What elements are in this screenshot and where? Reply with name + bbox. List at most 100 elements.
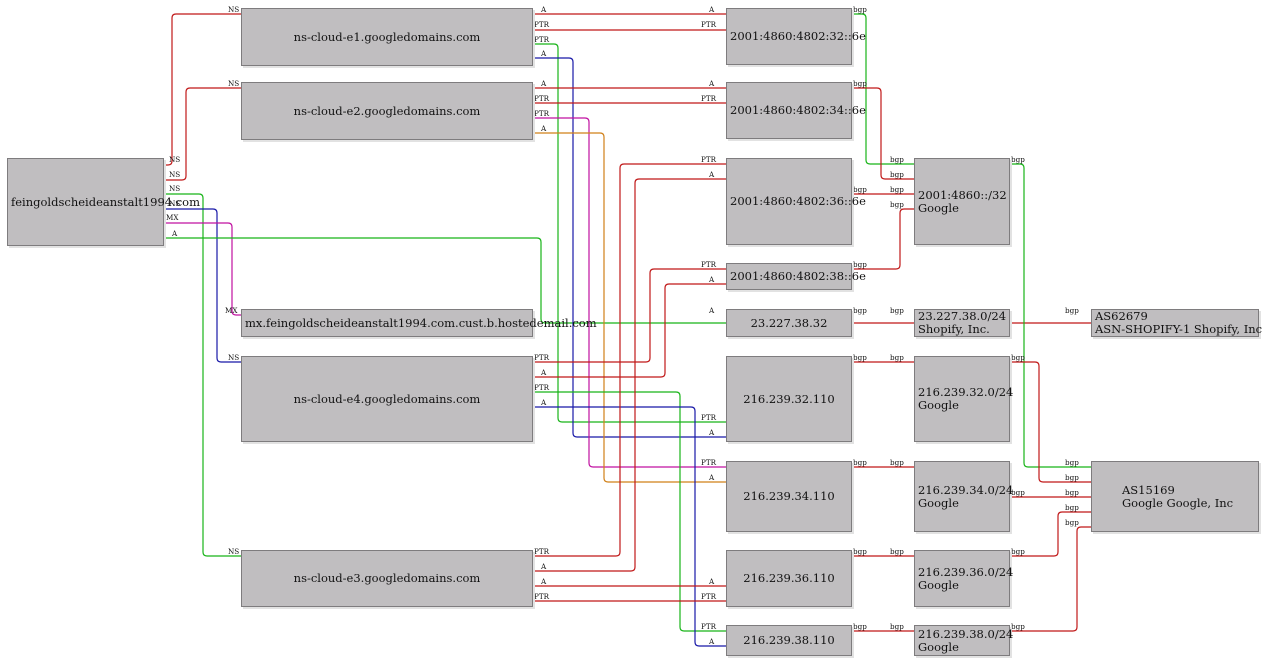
label-ip34-bgp: bgp: [853, 458, 867, 467]
label-e1-ptr-dst: PTR: [701, 20, 717, 29]
node-ns-cloud-e2[interactable]: ns-cloud-e2.googledomains.com: [241, 82, 533, 140]
node-domain[interactable]: feingoldscheideanstalt1994.com: [7, 158, 200, 246]
label-e4-ptr: PTR: [534, 353, 550, 362]
label-ns-e2-dst: NS: [228, 79, 239, 88]
node-net-shopify-name: 23.227.38.0/24: [918, 309, 1007, 323]
label-ns-e3-dst: NS: [228, 547, 239, 556]
edge-domain-ns-e3: [164, 193, 241, 557]
node-as-shopify-org: ASN-SHOPIFY-1 Shopify, Inc: [1095, 322, 1263, 336]
edge-net32-as-google: [1010, 361, 1091, 483]
edge-e4-ptr-ip38: [533, 391, 726, 632]
edge-ip6-32-bgp: [852, 13, 914, 165]
node-ip-shopify[interactable]: 23.227.38.32: [726, 309, 852, 337]
label-mx-dst: MX: [225, 306, 238, 315]
node-net-216-34-org: Google: [918, 495, 959, 510]
edge-e2-a-ip34: [533, 132, 726, 483]
label-ip-shopify-bgp: bgp: [853, 306, 867, 315]
label-ip6-32-bgp: bgp: [853, 5, 867, 14]
label-ip6-36-bgp: bgp: [853, 185, 867, 194]
label-net6-as-dst: bgp: [1065, 458, 1079, 467]
label-net38-as-dst: bgp: [1065, 518, 1079, 527]
node-ip-216-38-label: 216.239.38.110: [743, 633, 835, 647]
label-mx-src: MX: [166, 213, 179, 222]
node-ip-shopify-label: 23.227.38.32: [750, 315, 828, 330]
node-ip-216-32[interactable]: 216.239.32.110: [726, 356, 852, 442]
label-net32-as: bgp: [1011, 353, 1025, 362]
label-ip36-bgp-dst: bgp: [890, 547, 904, 556]
edge-e4-ptr-ip6-38: [533, 268, 726, 363]
label-e3-a-dst: A: [708, 170, 715, 179]
node-ns-cloud-e4-label: ns-cloud-e4.googledomains.com: [293, 391, 481, 406]
edge-net36-as-google: [1010, 511, 1091, 557]
label-a-shopify-src: A: [171, 229, 178, 238]
label-e3-a2-dst: A: [708, 577, 715, 586]
node-as-google-name: AS15169: [1122, 482, 1175, 497]
label-net38-as: bgp: [1011, 622, 1025, 631]
node-ip6-34[interactable]: 2001:4860:4802:34::6e: [726, 82, 866, 139]
label-ns-e3-src: NS: [169, 184, 180, 193]
label-e2-a: A: [540, 79, 547, 88]
label-net36-as: bgp: [1011, 547, 1025, 556]
label-e2-ptr-dst: PTR: [701, 94, 717, 103]
node-ip-216-32-label: 216.239.32.110: [743, 391, 835, 406]
label-e4-ptr2: PTR: [534, 383, 550, 392]
label-net34-as: bgp: [1011, 488, 1025, 497]
label-ns-e1-src: NS: [169, 155, 180, 164]
edge-domain-ns-e2: [164, 87, 241, 181]
edge-ip6-38-bgp: [852, 208, 914, 270]
edge-net38-as-google: [1010, 526, 1091, 632]
label-a-shopify-dst: A: [708, 306, 715, 315]
label-e1-a2: A: [540, 49, 547, 58]
node-domain-label: feingoldscheideanstalt1994.com: [11, 194, 201, 209]
node-net-216-36-org: Google: [918, 577, 959, 592]
node-mx[interactable]: mx.feingoldscheideanstalt1994.com.cust.b…: [241, 309, 597, 337]
label-e3-a2: A: [540, 577, 547, 586]
node-ip6-36[interactable]: 2001:4860:4802:36::6e: [726, 158, 866, 245]
label-e2-a-dst: A: [708, 79, 715, 88]
node-ip6-38[interactable]: 2001:4860:4802:38::6e: [726, 263, 866, 290]
label-e3-ptr-dst: PTR: [701, 155, 717, 164]
label-ip-shopify-bgp-dst: bgp: [890, 306, 904, 315]
label-ip34-bgp-dst: bgp: [890, 458, 904, 467]
label-ip6-34-bgp-dst: bgp: [890, 170, 904, 179]
label-ip32-bgp-dst: bgp: [890, 353, 904, 362]
edge-domain-ns-e1: [164, 13, 241, 166]
node-ip6-32[interactable]: 2001:4860:4802:32::6e: [726, 8, 866, 65]
label-ns-e1-dst: NS: [228, 5, 239, 14]
node-net-216-38-org: Google: [918, 639, 959, 654]
node-as-google-org: Google Google, Inc: [1122, 495, 1234, 510]
node-ns-cloud-e1[interactable]: ns-cloud-e1.googledomains.com: [241, 8, 533, 66]
node-ip6-38-label: 2001:4860:4802:38::6e: [730, 269, 866, 283]
label-e2-a2: A: [540, 124, 547, 133]
label-e3-ptr2-dst: PTR: [701, 592, 717, 601]
node-ip-216-36[interactable]: 216.239.36.110: [726, 550, 852, 607]
label-e2-ptr: PTR: [534, 94, 550, 103]
node-net-216-34-name: 216.239.34.0/24: [918, 482, 1014, 497]
edge-e4-a-ip6-38: [533, 283, 726, 378]
node-ns-cloud-e4[interactable]: ns-cloud-e4.googledomains.com: [241, 356, 533, 442]
edge-e3-ptr-ip6-36: [533, 163, 726, 557]
node-ns-cloud-e3[interactable]: ns-cloud-e3.googledomains.com: [241, 550, 533, 607]
label-ip36-bgp: bgp: [853, 547, 867, 556]
edge-net6-as-google: [1010, 163, 1091, 468]
label-e4-ptr2-dst: PTR: [701, 622, 717, 631]
label-net32-as-dst: bgp: [1065, 473, 1079, 482]
label-e2-ptr2-dst: PTR: [701, 458, 717, 467]
label-e1-a: A: [540, 5, 547, 14]
label-e1-a2-dst: A: [708, 428, 715, 437]
label-e1-ptr2-dst: PTR: [701, 413, 717, 422]
node-ip-216-34-label: 216.239.34.110: [743, 489, 835, 503]
node-ip-216-38[interactable]: 216.239.38.110: [726, 625, 852, 656]
node-ns-cloud-e2-label: ns-cloud-e2.googledomains.com: [293, 103, 481, 118]
edge-domain-mx: [164, 222, 241, 316]
node-ip-216-34[interactable]: 216.239.34.110: [726, 461, 852, 532]
